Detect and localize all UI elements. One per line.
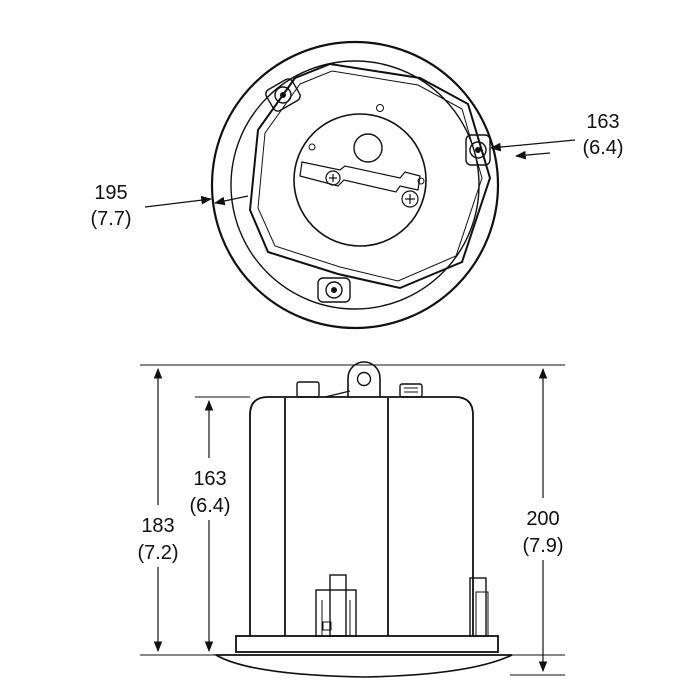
screw-head-left bbox=[325, 170, 341, 186]
inner-rim bbox=[230, 60, 480, 310]
dim-163-top-mm: 163 bbox=[586, 111, 619, 133]
dim-195-leader bbox=[144, 195, 213, 208]
trim-ring bbox=[235, 635, 499, 653]
dim-163-top-in: (6.4) bbox=[582, 137, 623, 159]
driver-plate bbox=[293, 113, 427, 247]
dim-195-arrow-inner bbox=[213, 195, 249, 206]
screw-head-right bbox=[401, 190, 419, 208]
screw-small-3 bbox=[417, 177, 425, 185]
dim-163-side-mm: 163 bbox=[193, 468, 226, 490]
mounting-clamp-bottom bbox=[317, 277, 351, 303]
dim-163-arrow-outer bbox=[514, 150, 551, 160]
top-view: 195 (7.7) 163 (6.4) bbox=[90, 40, 624, 330]
dim-183-mm: 183 bbox=[141, 515, 174, 537]
mounting-clamp-top-left bbox=[265, 78, 301, 112]
mounting-bracket-inner bbox=[257, 70, 483, 282]
screw-small-2 bbox=[308, 143, 316, 151]
dim-200-in: (7.9) bbox=[522, 535, 563, 557]
top-terminal-right bbox=[399, 383, 423, 398]
center-hole bbox=[353, 133, 383, 163]
dim-195-in: (7.7) bbox=[90, 208, 131, 230]
grille-dome bbox=[213, 654, 513, 678]
screw-small-1 bbox=[376, 104, 384, 112]
dim-163-side-in: (6.4) bbox=[189, 495, 230, 517]
outer-rim bbox=[210, 40, 500, 330]
dim-195-mm: 195 bbox=[94, 182, 127, 204]
mounting-bracket bbox=[248, 62, 492, 290]
safety-loop bbox=[347, 361, 381, 397]
dim-163-leader bbox=[489, 139, 576, 152]
speaker-can bbox=[249, 396, 474, 636]
side-view: 183 (7.2) 163 (6.4) 200 (7.9) bbox=[128, 361, 574, 678]
clamp-mechanism-center bbox=[315, 574, 357, 637]
terminal-strip bbox=[299, 161, 421, 193]
top-terminal-left bbox=[296, 381, 320, 398]
dim-183-in: (7.2) bbox=[137, 542, 178, 564]
dim-200-mm: 200 bbox=[526, 508, 559, 530]
safety-loop-hole bbox=[356, 371, 372, 387]
